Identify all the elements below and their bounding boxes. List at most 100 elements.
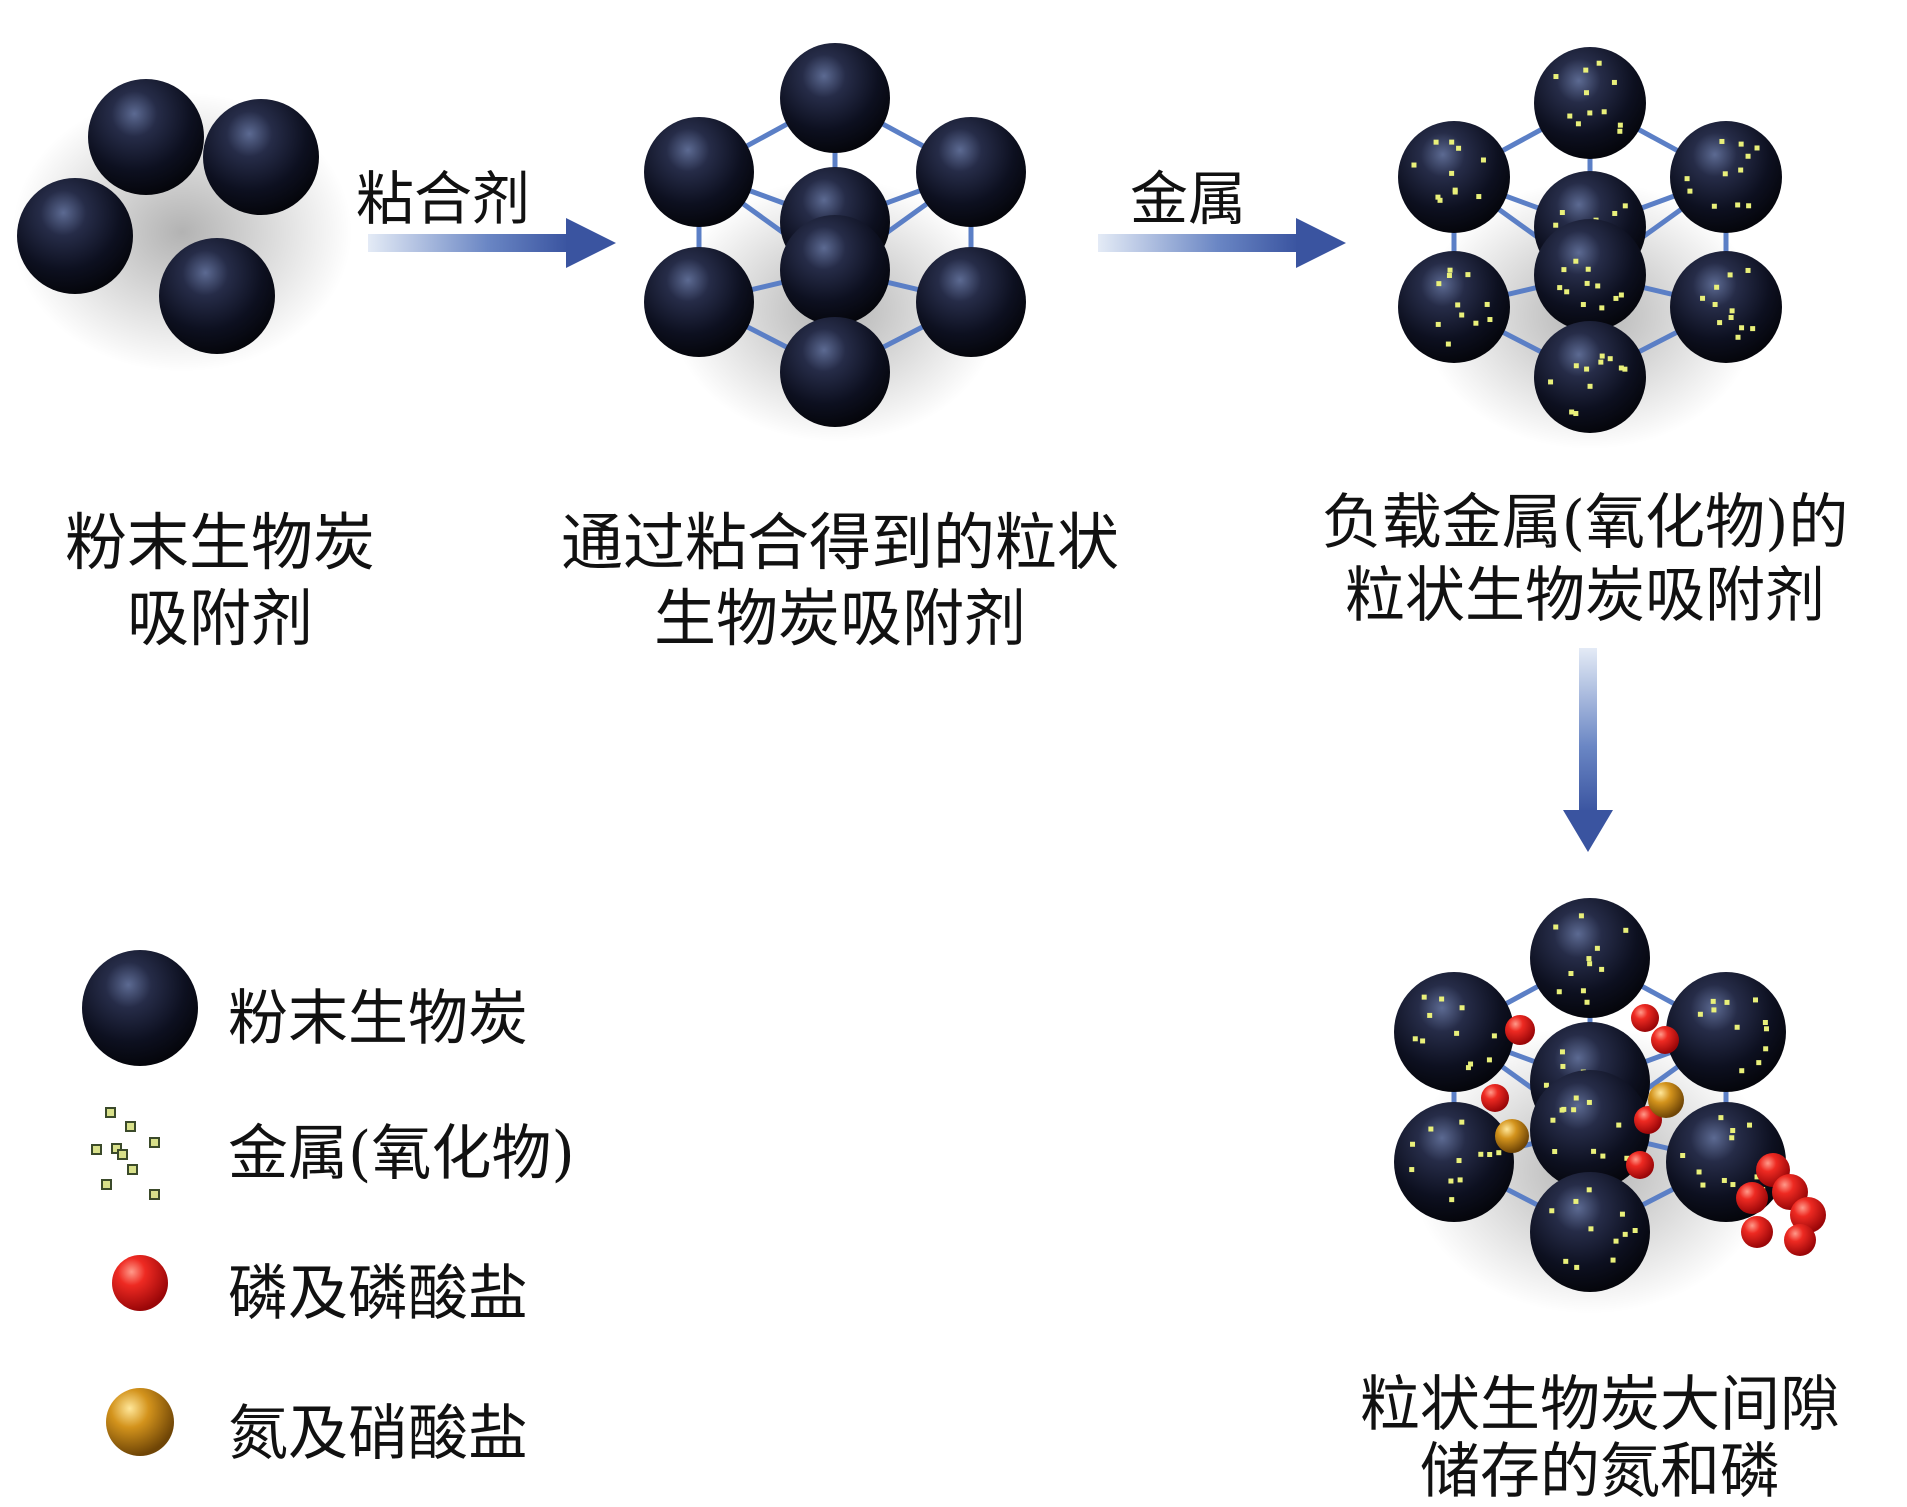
metal-oxide-dot <box>1754 1174 1760 1180</box>
metal-oxide-dot <box>1433 139 1439 145</box>
metal-oxide-dot <box>1696 1169 1702 1175</box>
metal-oxide-dot <box>1734 1024 1740 1030</box>
metal-oxide-dot <box>1567 113 1573 119</box>
metal-oxide-dot <box>1594 945 1600 951</box>
phosphorus-particle <box>1626 1151 1654 1179</box>
metal-oxide-dot <box>1616 1122 1622 1128</box>
metal-oxide-dot <box>1618 365 1624 371</box>
metal-oxide-dot <box>1745 153 1751 159</box>
metal-oxide-dot <box>1756 1060 1762 1066</box>
metal-oxide-dot <box>1711 1007 1717 1013</box>
metal-oxide-dot <box>1449 170 1455 176</box>
metal-oxide-dot <box>1735 202 1741 208</box>
biochar-sphere <box>203 99 319 215</box>
biochar-sphere <box>1666 972 1786 1092</box>
metal-oxide-dot <box>1560 1063 1566 1069</box>
biochar-sphere <box>1530 1172 1650 1292</box>
metal-oxide-dot <box>1478 1151 1484 1157</box>
metal-oxide-dot <box>1739 325 1745 331</box>
metal-oxide-dot <box>1745 267 1751 273</box>
metal-oxide-dot <box>1456 1158 1462 1164</box>
metal-oxide-dot <box>1486 1057 1492 1063</box>
metal-oxide-dot <box>125 1121 136 1132</box>
metal-oxide-dot <box>1763 1046 1769 1052</box>
granular-caption-line1: 通过粘合得到的粒状 <box>560 506 1119 579</box>
metal-oxide-dot <box>1624 1155 1630 1161</box>
metal-oxide-dot <box>1455 302 1461 308</box>
metal-oxide-dot <box>1569 409 1575 415</box>
metal-oxide-dot <box>1559 1107 1565 1113</box>
legend-metal-symbol <box>91 1107 160 1200</box>
metal-oxide-dot <box>1724 999 1730 1005</box>
metal-oxide-dot <box>1584 366 1590 372</box>
metal-oxide-dot <box>1575 121 1581 127</box>
biochar-sphere <box>1534 321 1646 433</box>
metal-oxide-dot <box>1591 1148 1597 1154</box>
biochar-sphere <box>1398 251 1510 363</box>
metal-oxide-dot <box>1587 110 1593 116</box>
biochar-sphere <box>88 79 204 195</box>
biochar-sphere <box>1394 972 1514 1092</box>
metal-oxide-dot <box>1552 1149 1558 1155</box>
arrow-down <box>1563 648 1613 852</box>
metal-oxide-dot <box>1574 1264 1580 1270</box>
metal-oxide-dot <box>1584 280 1590 286</box>
metal-oxide-dot <box>1583 90 1589 96</box>
metal-oxide-dot <box>1491 1033 1497 1039</box>
metal-oxide-dot <box>1573 363 1579 369</box>
metal-oxide-dot <box>1436 281 1442 287</box>
metal-oxide-dot <box>1710 998 1716 1004</box>
metal-oxide-dot <box>1728 315 1734 321</box>
metal-oxide-dot <box>117 1149 128 1160</box>
metal-oxide-dot <box>1714 284 1720 290</box>
metal-oxide-dot <box>1680 1153 1686 1159</box>
metal-oxide-dot <box>1618 292 1624 298</box>
metal-oxide-dot <box>1459 312 1465 318</box>
metal-oxide-dot <box>1632 1227 1638 1233</box>
metal-oxide-dot <box>1730 1182 1736 1188</box>
metal-oxide-dot <box>1610 1257 1616 1263</box>
metal-oxide-dot <box>1583 67 1589 73</box>
phosphorus-particle <box>1736 1182 1768 1214</box>
biochar-sphere <box>916 117 1026 227</box>
metal-oxide-dot <box>1573 1198 1579 1204</box>
metal-oxide-dot <box>1585 266 1591 272</box>
metal-oxide-dot <box>111 1143 122 1154</box>
metal-oxide-dot <box>91 1144 102 1155</box>
metal-oxide-dot <box>1587 961 1593 967</box>
metal-oxide-dot <box>1586 956 1592 962</box>
storage-caption-line1: 粒状生物炭大间隙 <box>1360 1370 1840 1440</box>
granular-caption-line2: 生物炭吸附剂 <box>653 581 1026 655</box>
metal-oxide-dot <box>1729 1135 1735 1141</box>
metal-oxide-dot <box>1410 1141 1416 1147</box>
metal-oxide-dot <box>1727 272 1733 278</box>
metal-oxide-dot <box>1700 295 1706 301</box>
metal-oxide-dot <box>1543 1082 1549 1088</box>
metal-oxide-dot <box>1739 1068 1745 1074</box>
metal-oxide-dot <box>1435 321 1441 327</box>
metal-oxide-dot <box>1730 1128 1736 1134</box>
metal-oxide-dot <box>1617 128 1623 134</box>
biochar-sphere <box>159 238 275 354</box>
binder-label: 粘合剂 <box>356 165 531 233</box>
metal-oxide-dot <box>1719 138 1725 144</box>
metal-oxide-dot <box>1553 924 1559 930</box>
metal-oxide-dot <box>1598 359 1604 365</box>
metal-oxide-dot <box>1553 222 1559 228</box>
biochar-sphere <box>916 247 1026 357</box>
metal-oxide-dot <box>1684 176 1690 182</box>
metal-oxide-dot <box>1559 1049 1565 1055</box>
legend-biochar-label: 粉末生物炭 <box>228 984 528 1054</box>
metal-loaded-caption: 负载金属(氧化物)的 粒状生物炭吸附剂 <box>1270 487 1900 633</box>
metal-oxide-dot <box>1454 1030 1460 1036</box>
phosphorus-particle <box>1481 1084 1509 1112</box>
metal-oxide-dot <box>1437 197 1443 203</box>
metal-oxide-dot <box>101 1179 112 1190</box>
metal-oxide-dot <box>1586 1099 1592 1105</box>
storage-caption-line2: 储存的氮和磷 <box>1420 1437 1780 1507</box>
metal-oxide-dot <box>1612 210 1618 216</box>
metal-oxide-dot <box>1613 295 1619 301</box>
metal-oxide-dot <box>1559 210 1565 216</box>
metal-oxide-dot <box>1697 1011 1703 1017</box>
